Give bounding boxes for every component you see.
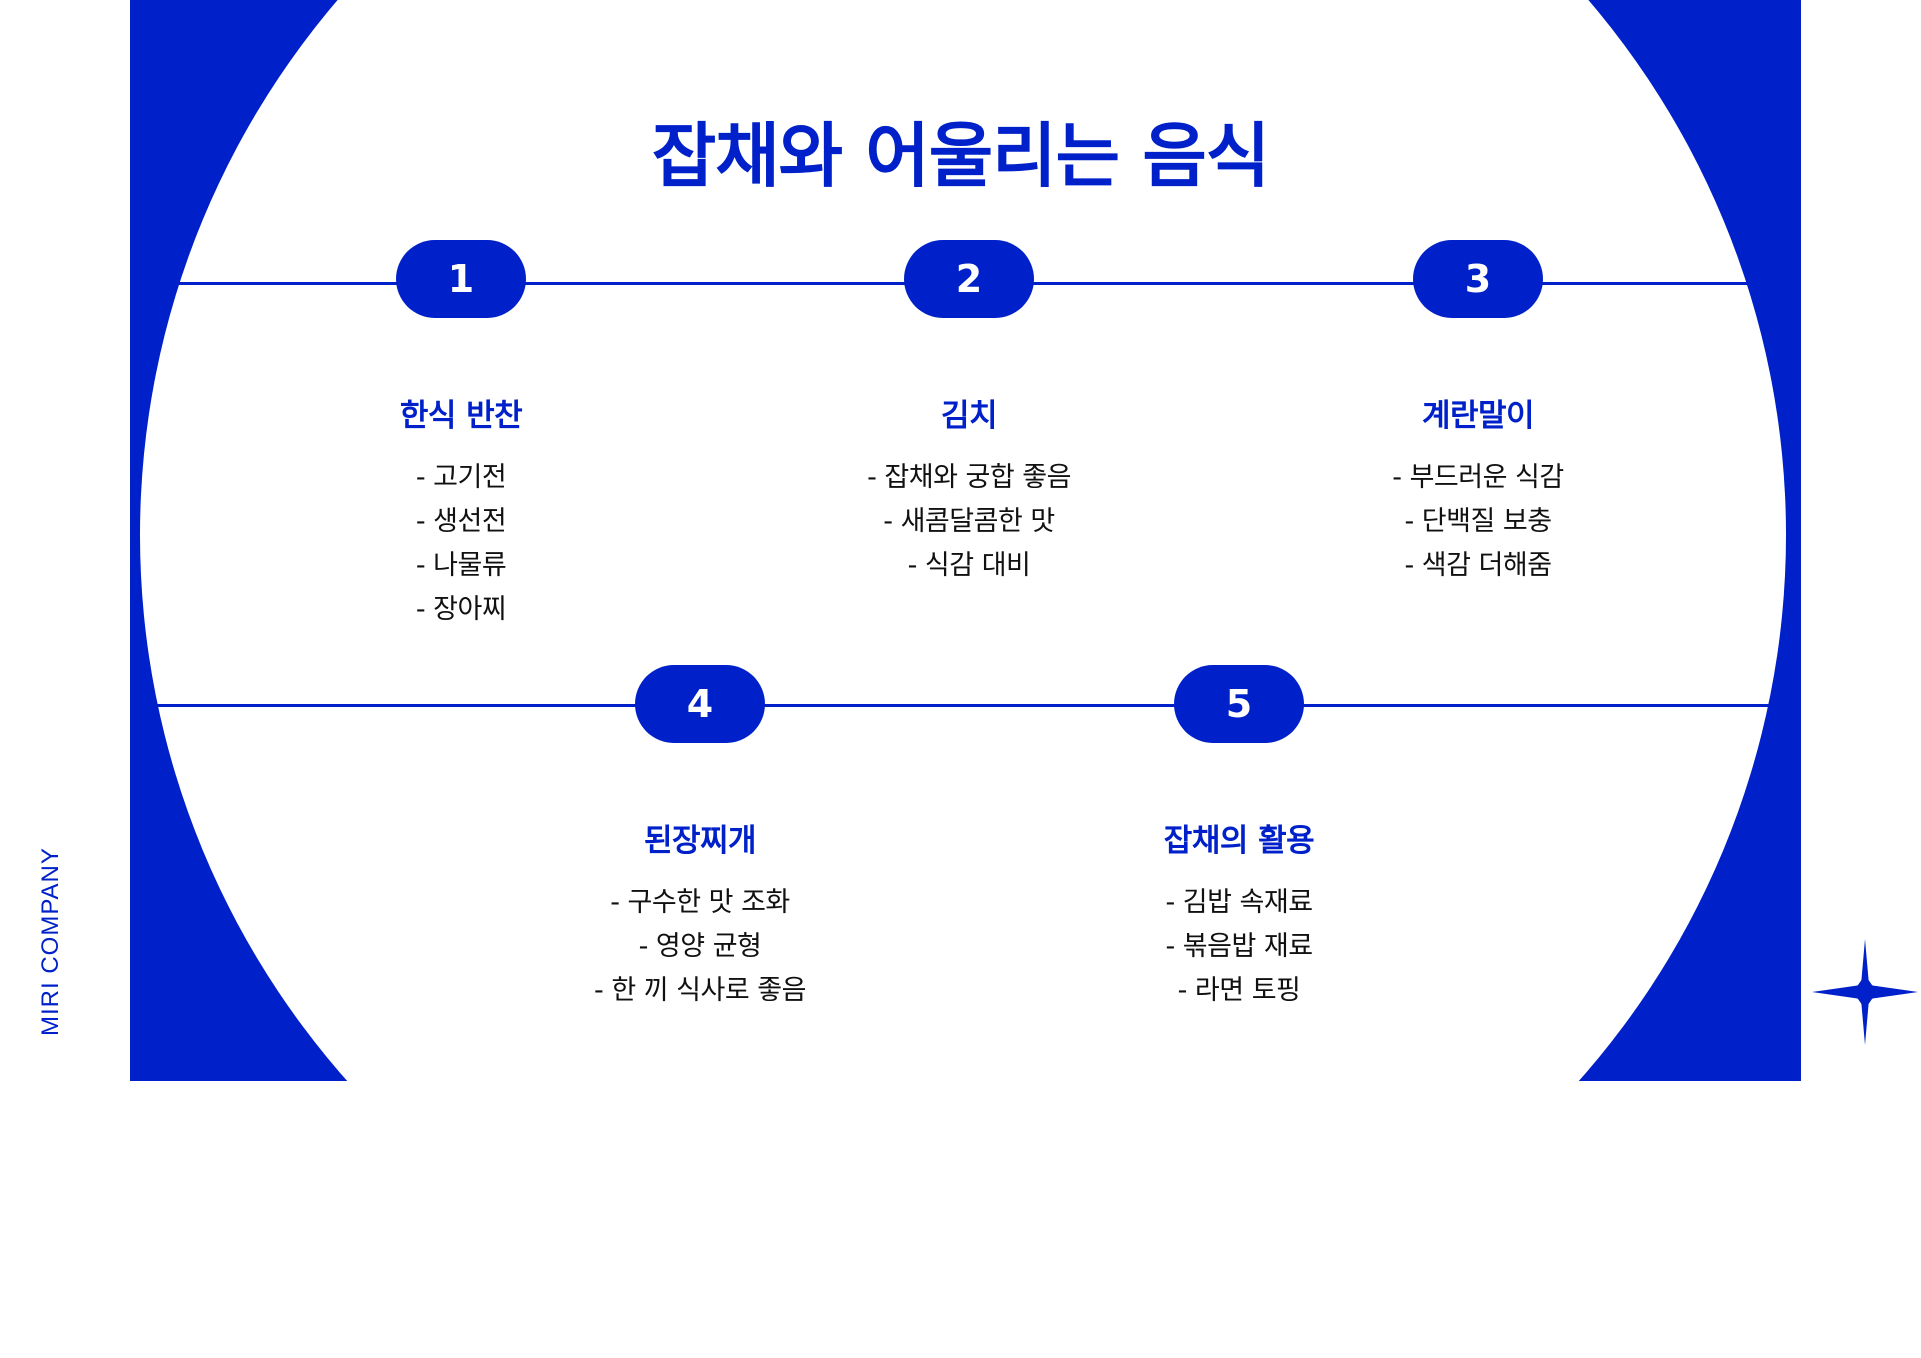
item-line: - 생선전 xyxy=(415,506,507,537)
item-line: - 단백질 보충 xyxy=(1404,506,1552,537)
item-line: - 나물류 xyxy=(415,550,507,581)
item-line: - 식감 대비 xyxy=(907,550,1031,581)
item-title: 잡채의 활용 xyxy=(1163,823,1315,859)
item-line: - 새콤달콤한 맛 xyxy=(883,506,1055,537)
step-number-4: 4 xyxy=(635,665,765,743)
item-line: - 영양 균형 xyxy=(638,931,762,962)
item-line: - 고기전 xyxy=(415,462,507,493)
item-block-3: 계란말이 - 부드러운 식감 - 단백질 보충 - 색감 더해줌 xyxy=(1268,396,1688,588)
item-block-2: 김치 - 잡채와 궁합 좋음 - 새콤달콤한 맛 - 식감 대비 xyxy=(759,396,1179,588)
item-line: - 색감 더해줌 xyxy=(1404,550,1552,581)
item-line: - 구수한 맛 조화 xyxy=(610,887,790,918)
item-line: - 장아찌 xyxy=(415,594,507,625)
item-line: - 볶음밥 재료 xyxy=(1165,931,1313,962)
item-line: - 김밥 속재료 xyxy=(1165,887,1313,918)
item-block-1: 한식 반찬 - 고기전 - 생선전 - 나물류 - 장아찌 xyxy=(251,396,671,632)
step-number-3: 3 xyxy=(1413,240,1543,318)
item-block-5: 잡채의 활용 - 김밥 속재료 - 볶음밥 재료 - 라면 토핑 xyxy=(1029,821,1449,1013)
item-line: - 라면 토핑 xyxy=(1177,975,1301,1006)
item-title: 계란말이 xyxy=(1421,398,1535,434)
item-title: 한식 반찬 xyxy=(399,398,523,434)
step-number-5: 5 xyxy=(1174,665,1304,743)
item-line: - 잡채와 궁합 좋음 xyxy=(867,462,1071,493)
item-block-4: 된장찌개 - 구수한 맛 조화 - 영양 균형 - 한 끼 식사로 좋음 xyxy=(490,821,910,1013)
white-circle-backdrop xyxy=(140,0,1786,1358)
item-title: 김치 xyxy=(940,398,998,434)
item-title: 된장찌개 xyxy=(643,823,757,859)
sparkle-star-icon xyxy=(1812,939,1918,1045)
item-line: - 부드러운 식감 xyxy=(1392,462,1564,493)
brand-label: MIRI COMPANY xyxy=(37,847,64,1036)
item-line: - 한 끼 식사로 좋음 xyxy=(594,975,806,1006)
step-number-1: 1 xyxy=(396,240,526,318)
timeline-line-bottom xyxy=(152,704,1790,707)
step-number-2: 2 xyxy=(904,240,1034,318)
page-title: 잡채와 어울리는 음식 xyxy=(651,115,1270,197)
